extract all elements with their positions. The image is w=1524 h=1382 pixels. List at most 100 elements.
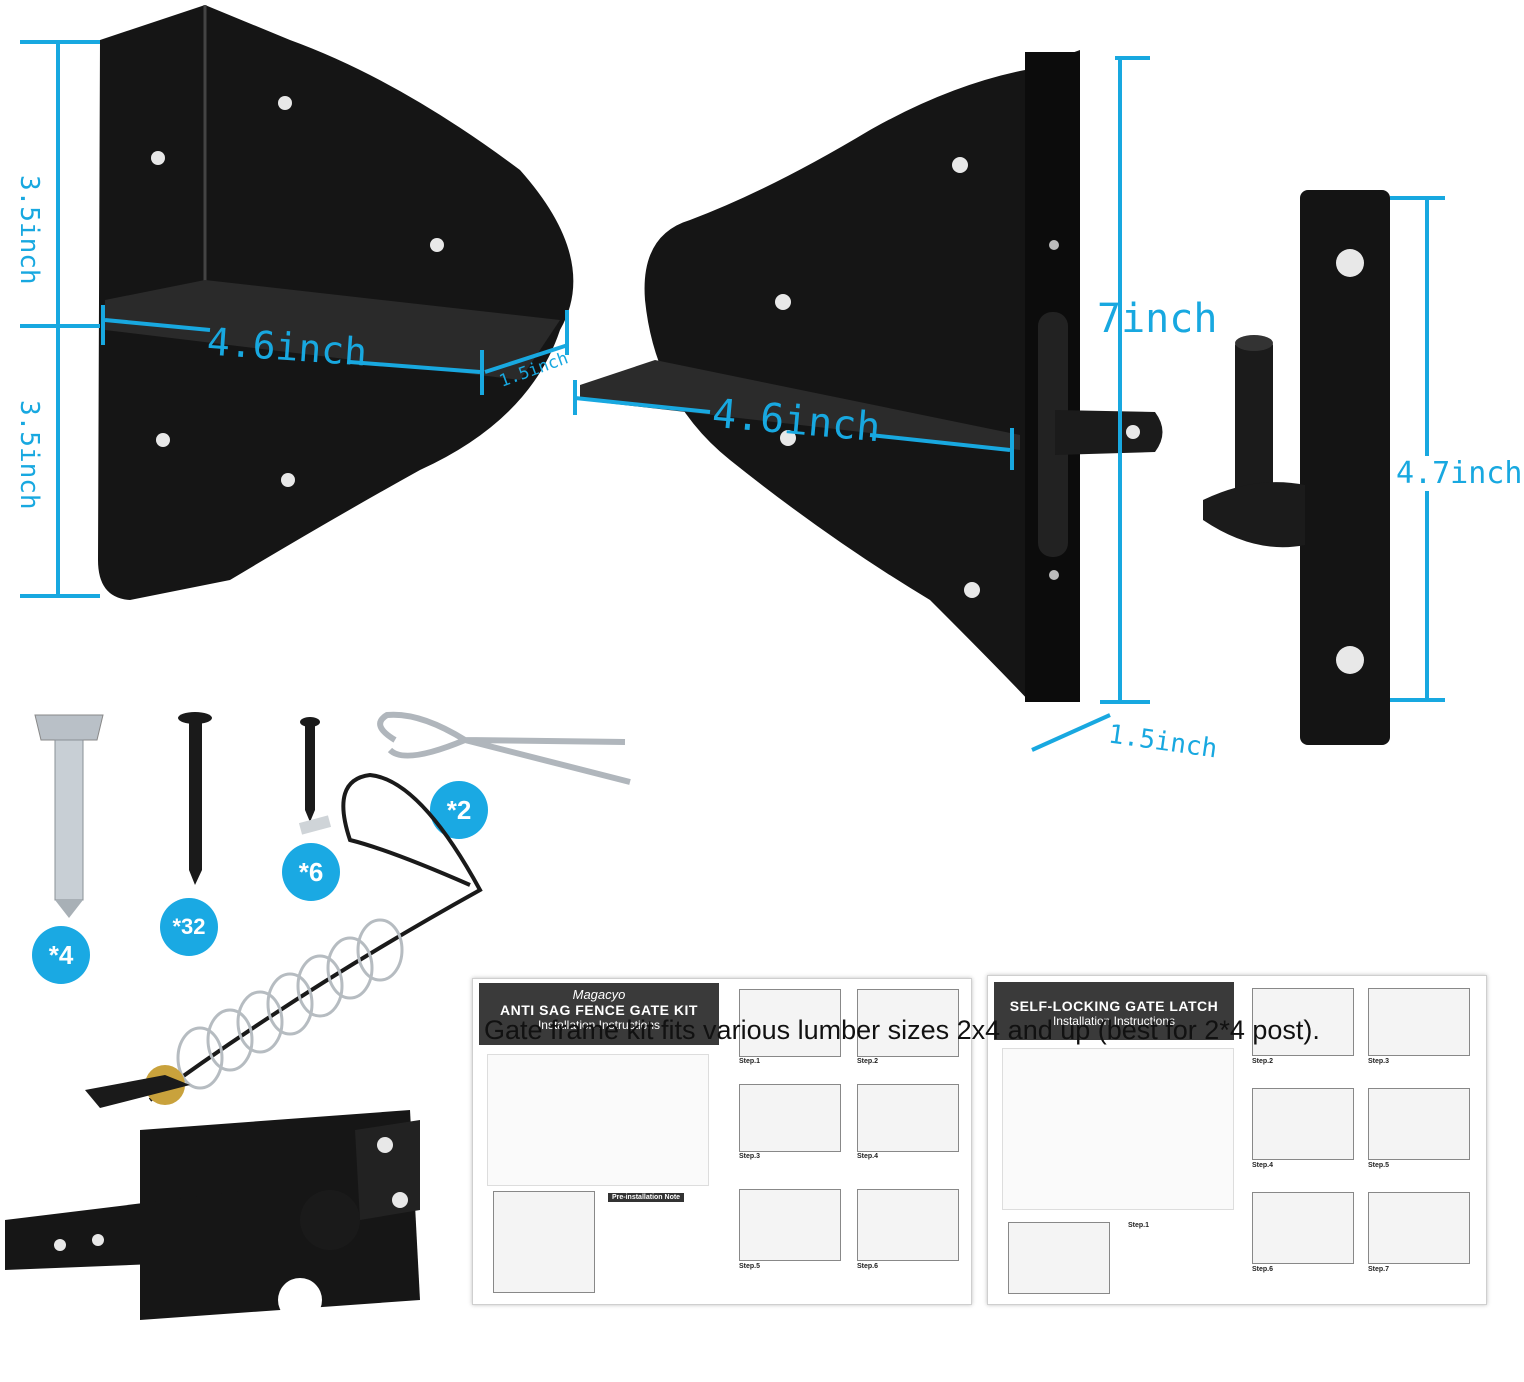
gate-latch-manual-header: SELF-LOCKING GATE LATCH Installation Ins… [994, 982, 1234, 1040]
width-dimension-line [869, 433, 1011, 452]
step-thumbnail [739, 1084, 841, 1152]
bracket-hole [156, 433, 170, 447]
step-label: Step.1 [739, 1058, 761, 1065]
bracket-hole [1049, 240, 1059, 250]
brand-logo: Magacyo [572, 987, 626, 1002]
step-label: Step.6 [857, 1263, 879, 1270]
latch-spring [176, 918, 404, 1090]
short-screw-head [300, 717, 320, 727]
bracket-hole [430, 238, 444, 252]
step-thumbnail [1368, 988, 1470, 1056]
lag-bolt-tip [55, 900, 83, 918]
short-screw-tip [305, 810, 315, 822]
step-label: Step.2 [857, 1058, 879, 1065]
short-screw-shank [305, 725, 315, 810]
step-thumbnail [1368, 1192, 1470, 1264]
hinge-bracket-illustration [573, 50, 1163, 752]
bracket-hole [775, 294, 791, 310]
hinge-pin [1235, 340, 1273, 515]
latch-hole [377, 1137, 393, 1153]
hardware-illustration [34, 711, 631, 918]
step-label: Step.5 [739, 1263, 761, 1270]
latch-mount-plate [355, 1120, 420, 1220]
plate-hole [1336, 249, 1364, 277]
step-label: Step.4 [857, 1153, 879, 1160]
lag-bolt-head [34, 714, 104, 741]
latch-bar [5, 1190, 255, 1270]
step-thumbnail [1252, 1088, 1354, 1160]
hinge-plate-height-label: 4.7inch [1394, 456, 1524, 491]
step-thumbnail [857, 1189, 959, 1261]
corner-bracket-illustration [20, 5, 574, 600]
gate-latch-manual-subtitle: Installation Instructions [1052, 1014, 1176, 1028]
latch-hole [392, 1192, 408, 1208]
step-thumbnail [857, 1084, 959, 1152]
anti-sag-manual-subtitle: Installation Instructions [537, 1018, 661, 1032]
latch-bar-hole [92, 1234, 104, 1246]
long-screw-shank [189, 722, 202, 870]
gate-latch-illustration [5, 772, 483, 1322]
step-thumbnail [857, 989, 959, 1057]
latch-lever [85, 1075, 190, 1108]
parts-diagram [487, 1054, 709, 1186]
bracket-hole [952, 157, 968, 173]
short-screw-quantity-badge: *6 [282, 843, 340, 901]
hinge-pin-flange [1203, 482, 1305, 548]
width-dimension-line [104, 318, 211, 332]
hinge-bracket-body [644, 50, 1080, 702]
pre-installation-note: Pre-installation Note [608, 1193, 685, 1202]
bracket-hole [780, 430, 796, 446]
anti-sag-manual-header: Magacyo ANTI SAG FENCE GATE KIT Installa… [479, 983, 719, 1045]
long-screw-quantity-badge: *32 [160, 898, 218, 956]
step-label: Step.2 [1252, 1058, 1274, 1065]
step-label: Step.5 [1368, 1162, 1390, 1169]
depth-dimension-line [1031, 713, 1111, 752]
step-label: Step.6 [1252, 1266, 1274, 1273]
hinge-tab [1055, 410, 1163, 455]
wire-crimp [298, 815, 332, 835]
long-screw-tip [189, 870, 202, 885]
hinge-pin-plate-illustration [1203, 190, 1445, 745]
step-thumbnail [1008, 1222, 1110, 1294]
hinge-barrel [1038, 312, 1068, 557]
depth-dimension-line [484, 343, 569, 374]
latch-opening [278, 1278, 322, 1322]
step-label: Step.1 [1128, 1222, 1150, 1229]
hinge-pin-top [1235, 335, 1273, 351]
gate-latch-manual: SELF-LOCKING GATE LATCH Installation Ins… [987, 975, 1487, 1305]
step-thumbnail [1252, 1192, 1354, 1264]
bracket-hole [278, 96, 292, 110]
latch-knob [300, 1190, 360, 1250]
anti-sag-manual-title: ANTI SAG FENCE GATE KIT [500, 1002, 698, 1018]
latch-parts-diagram [1002, 1048, 1234, 1210]
corner-bracket-shelf [105, 280, 560, 380]
step-label: Step.7 [1368, 1266, 1390, 1273]
step-label: Step.3 [739, 1153, 761, 1160]
step-thumbnail [1368, 1088, 1470, 1160]
hinge-tab-hole [1126, 425, 1140, 439]
latch-bar-hole [54, 1239, 66, 1251]
product-caption: Gate frame kit fits various lumber sizes… [484, 1015, 1320, 1045]
width-dimension-line [349, 360, 481, 374]
step-thumbnail [739, 989, 841, 1057]
step-thumbnail [739, 1189, 841, 1261]
bracket-hole [1049, 570, 1059, 580]
long-screw-head [178, 712, 212, 724]
lag-bolt-quantity-badge: *4 [32, 926, 90, 984]
latch-base [140, 1110, 420, 1320]
corner-height-bottom-label: 3.5inch [14, 400, 44, 510]
pre-installation-diagram [493, 1191, 595, 1293]
pull-wire [148, 772, 483, 1102]
plate-hole [1336, 646, 1364, 674]
cotter-pin [377, 711, 631, 785]
hinge-bracket-shelf [580, 360, 1020, 450]
width-dimension-line [574, 396, 711, 414]
step-thumbnail [1252, 988, 1354, 1056]
bracket-hole [964, 582, 980, 598]
corner-height-top-label: 3.5inch [14, 175, 44, 285]
step-label: Step.3 [1368, 1058, 1390, 1065]
bracket-hole [151, 151, 165, 165]
step-label: Step.4 [1252, 1162, 1274, 1169]
hinge-plate [1300, 190, 1390, 745]
gate-latch-manual-title: SELF-LOCKING GATE LATCH [1009, 998, 1219, 1014]
